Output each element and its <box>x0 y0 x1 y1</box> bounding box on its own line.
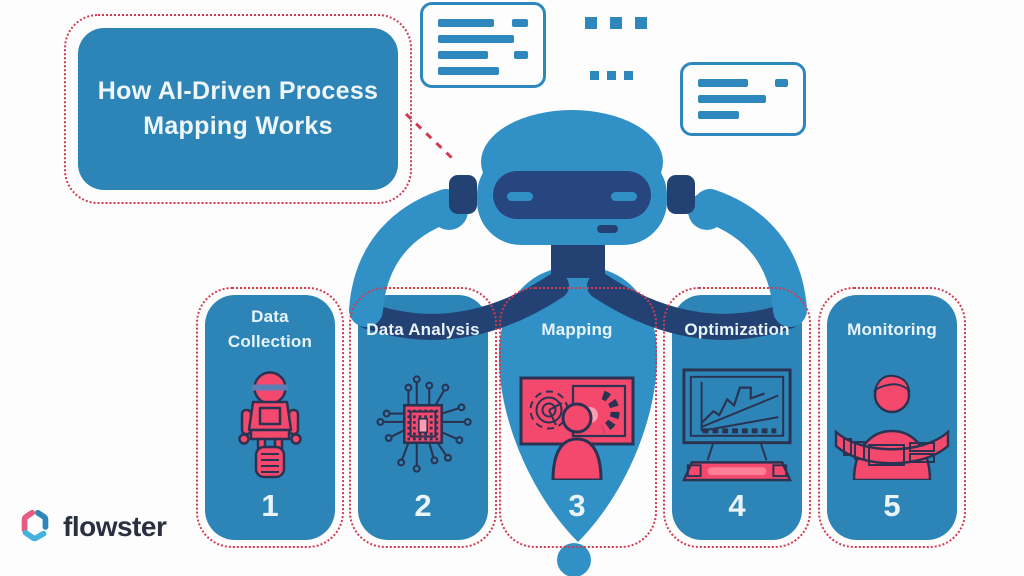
title-bubble: How AI-Driven Process Mapping Works <box>78 28 398 190</box>
robot-right-eye <box>611 192 637 201</box>
robot-bottom-dot <box>557 543 591 576</box>
chat-card-left <box>420 2 546 88</box>
step-card-data-analysis: Data Analysis <box>358 295 488 540</box>
flowster-logo-text: flowster <box>63 511 167 542</box>
robot-right-hand <box>688 192 726 230</box>
step-card-monitoring: Monitoring 5 <box>827 295 957 540</box>
card-dotted-5 <box>818 287 966 548</box>
step-card-mapping: Mapping 3 <box>512 295 642 540</box>
step-label: Data Collection <box>227 307 313 351</box>
chat-card-right <box>680 62 806 136</box>
typing-dots-large <box>585 17 647 29</box>
title-line-2: Mapping Works <box>143 112 333 140</box>
step-card-optimization: Optimization 4 <box>672 295 802 540</box>
step-number: 2 <box>414 488 432 523</box>
card-dotted-3 <box>499 287 657 548</box>
card-dotted-1 <box>196 287 344 548</box>
analyst-screen-icon <box>519 376 635 480</box>
circuit-chip-icon <box>376 374 472 473</box>
robot-left-eye <box>507 192 533 201</box>
step-label: Data Analysis <box>366 319 480 339</box>
laptop-chart-icon <box>682 367 792 481</box>
card-dotted-4 <box>663 287 811 548</box>
step-number: 1 <box>261 488 279 523</box>
card-dotted-2 <box>349 287 497 548</box>
step-label: Mapping <box>541 319 613 339</box>
step-number: 3 <box>568 488 586 523</box>
robot-right-ear <box>667 175 695 214</box>
robot-mouth <box>597 225 618 233</box>
card-bg-monitoring <box>827 295 957 540</box>
step-number: 5 <box>883 488 901 523</box>
robot-visor <box>493 171 651 219</box>
step-number: 4 <box>728 488 746 523</box>
title-line-1: How AI-Driven Process <box>97 76 379 105</box>
person-dashboard-icon <box>834 374 950 480</box>
flowster-logo-icon <box>21 509 49 542</box>
data-collection-robot-icon <box>238 370 302 478</box>
step-label: Optimization <box>684 319 790 339</box>
robot-left-ear <box>449 175 477 214</box>
title-bubble-dotted-border <box>64 14 412 204</box>
bubble-connector-dashes <box>404 112 454 160</box>
step-card-data-collection: Data Collection <box>205 295 335 540</box>
flowster-logo: flowster <box>16 508 167 546</box>
step-label: Monitoring <box>847 319 937 339</box>
typing-dots-small <box>590 71 633 80</box>
